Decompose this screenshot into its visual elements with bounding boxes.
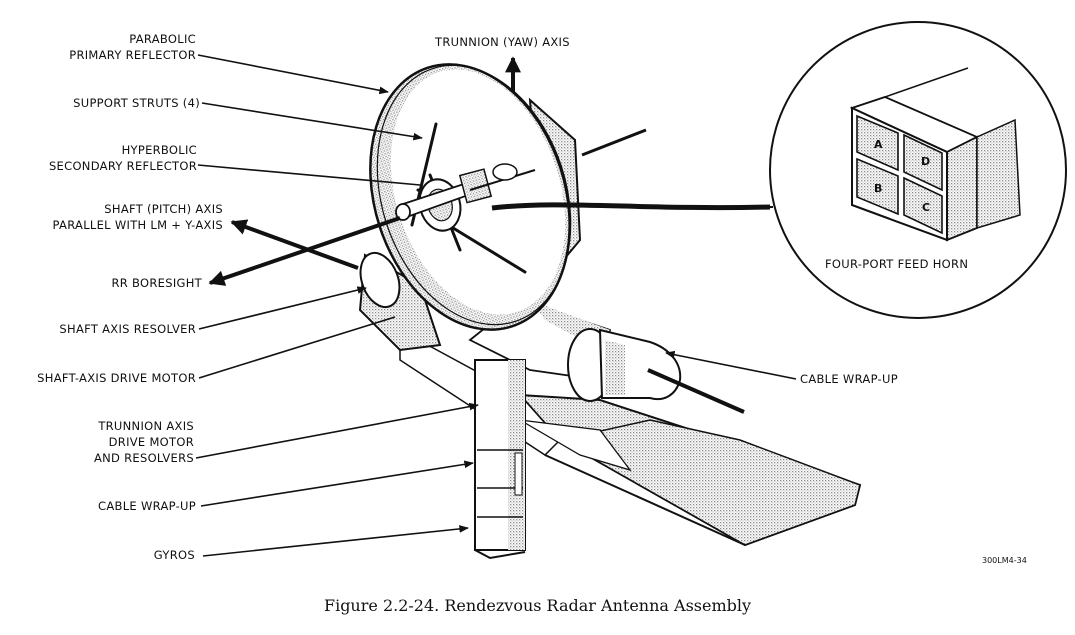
label-line: SHAFT AXIS RESOLVER	[59, 322, 196, 336]
label-line: CABLE WRAP-UP	[98, 499, 196, 513]
label-line: GYROS	[153, 548, 195, 562]
label-gyros: GYROS	[154, 547, 195, 563]
label-line: HYPERBOLIC	[121, 143, 197, 157]
label-shaft-pitch-axis: SHAFT (PITCH) AXIS PARALLEL WITH LM + Y-…	[53, 201, 223, 233]
label-line: SHAFT-AXIS DRIVE MOTOR	[37, 371, 196, 385]
label-line: DRIVE MOTOR	[108, 435, 194, 449]
rr-boresight-arrow	[208, 216, 401, 286]
label-support-struts: SUPPORT STRUTS (4)	[73, 95, 200, 111]
vertical-column	[474, 359, 526, 560]
label-line: SUPPORT STRUTS (4)	[73, 96, 200, 110]
shaft-axis-resolver-housing	[358, 251, 442, 352]
port-label-b: B	[874, 182, 883, 195]
shaft-pitch-axis-arrow	[230, 219, 359, 270]
hyperbolic-secondary-reflector	[395, 163, 536, 232]
feed-horn-detail	[769, 21, 1067, 319]
label-line: PRIMARY REFLECTOR	[69, 48, 196, 62]
label-trunnion-axis-drive-motor: TRUNNION AXIS DRIVE MOTOR AND RESOLVERS	[94, 418, 194, 466]
label-cable-wrap-up-right: CABLE WRAP-UP	[800, 371, 898, 387]
label-line: FOUR-PORT FEED HORN	[825, 257, 969, 271]
label-cable-wrap-up-left: CABLE WRAP-UP	[98, 498, 196, 514]
label-line: PARABOLIC	[129, 32, 196, 46]
right-cable-wrap-up-housing	[567, 328, 745, 414]
label-shaft-axis-drive-motor: SHAFT-AXIS DRIVE MOTOR	[37, 370, 196, 386]
port-label-d: D	[921, 155, 931, 168]
label-rr-boresight: RR BORESIGHT	[111, 275, 202, 291]
label-line: CABLE WRAP-UP	[800, 372, 898, 386]
label-shaft-axis-resolver: SHAFT AXIS RESOLVER	[59, 321, 196, 337]
leader-lines	[195, 54, 797, 557]
feed-horn-callout-leader	[491, 202, 771, 211]
label-line: AND RESOLVERS	[93, 451, 194, 465]
label-four-port-feed-horn: FOUR-PORT FEED HORN	[825, 256, 968, 272]
port-label-c: C	[922, 201, 931, 214]
port-label-a: A	[874, 138, 883, 151]
label-hyperbolic-secondary-reflector: HYPERBOLIC SECONDARY REFLECTOR	[49, 142, 197, 174]
drawing-id: 300LM4-34	[982, 556, 1027, 565]
figure-caption: Figure 2.2-24. Rendezvous Radar Antenna …	[323, 596, 752, 615]
label-line: TRUNNION (YAW) AXIS	[435, 35, 570, 49]
label-line: PARALLEL WITH LM + Y-AXIS	[52, 218, 223, 232]
label-trunnion-yaw-axis: TRUNNION (YAW) AXIS	[435, 34, 570, 50]
label-line: RR BORESIGHT	[111, 276, 202, 290]
label-line: SECONDARY REFLECTOR	[48, 159, 197, 173]
label-line: SHAFT (PITCH) AXIS	[104, 202, 223, 216]
label-parabolic-primary-reflector: PARABOLIC PRIMARY REFLECTOR	[69, 31, 196, 63]
label-line: TRUNNION AXIS	[98, 419, 194, 433]
